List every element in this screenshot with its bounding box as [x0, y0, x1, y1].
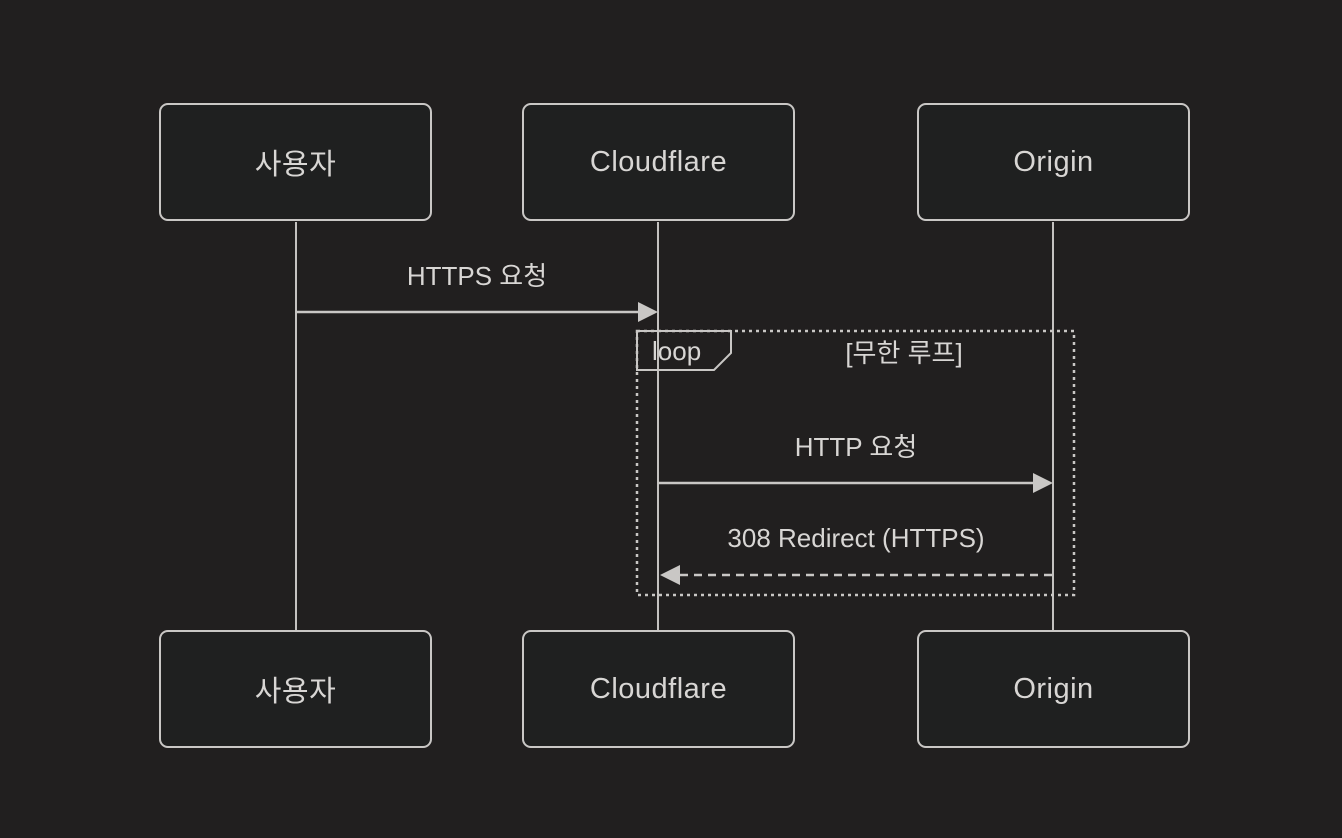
message-label-http-request: HTTP 요청	[794, 432, 918, 462]
message-label-308-redirect: 308 Redirect (HTTPS)	[727, 523, 985, 553]
loop-keyword-label: loop	[652, 336, 702, 366]
loop-frame	[635, 329, 1076, 597]
actor-label: Cloudflare	[589, 672, 728, 705]
actor-label: Cloudflare	[589, 145, 728, 178]
actor-label: 사용자	[254, 149, 337, 181]
actor-box-origin-top: Origin	[917, 103, 1190, 221]
actor-label: Origin	[1013, 145, 1094, 178]
actor-box-user-bottom: 사용자	[159, 630, 432, 748]
actor-box-user-top: 사용자	[159, 103, 432, 221]
actor-box-cloudflare-top: Cloudflare	[522, 103, 795, 221]
actor-box-cloudflare-bottom: Cloudflare	[522, 630, 795, 748]
actor-label: Origin	[1013, 672, 1094, 705]
arrowhead-right-icon	[638, 302, 658, 322]
actor-box-origin-bottom: Origin	[917, 630, 1190, 748]
arrowhead-left-icon	[660, 565, 680, 585]
message-label-https-request: HTTPS 요청	[406, 261, 548, 291]
actor-label: 사용자	[254, 676, 337, 708]
arrowhead-right-icon	[1033, 473, 1053, 493]
loop-condition-label: [무한 루프]	[845, 338, 963, 368]
